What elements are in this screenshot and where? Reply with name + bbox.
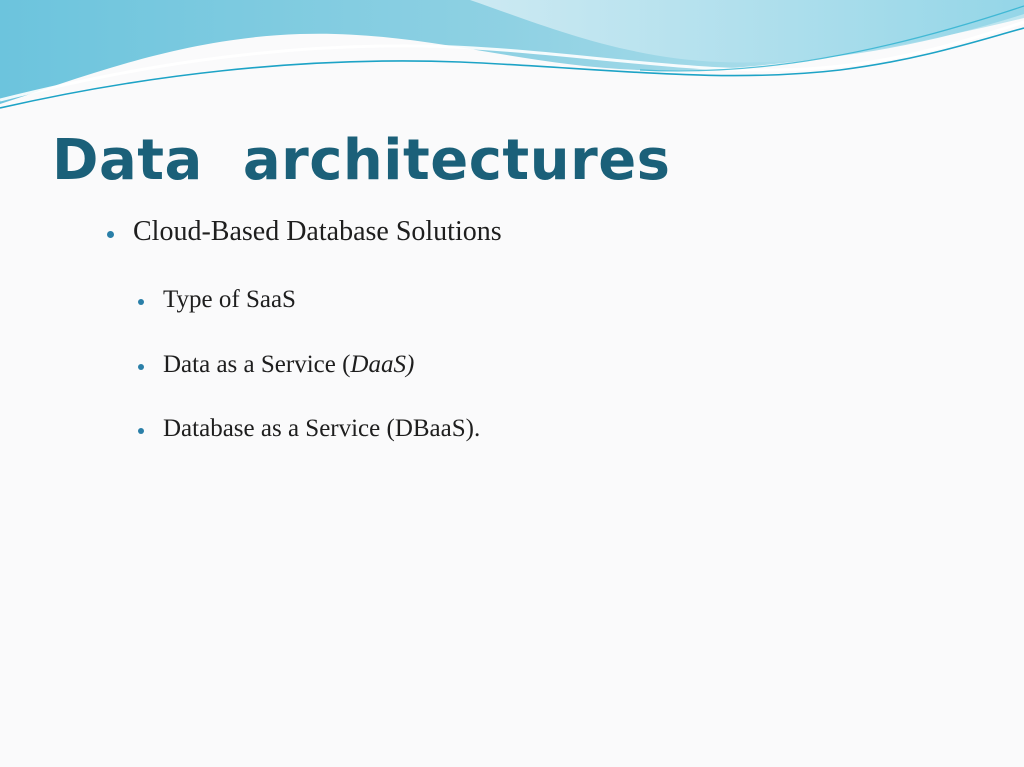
bullet-item-type-of-saas: Type of SaaS <box>138 286 296 314</box>
bullet-item-data-as-a-service: Data as a Service (DaaS) <box>138 351 415 379</box>
bullet-text-italic: DaaS) <box>350 351 415 378</box>
bullet-text: Data as a Service ( <box>163 351 351 378</box>
bullet-text: Database as a Service (DBaaS). <box>163 415 481 442</box>
bullet-item-cloud-based-database-solutions: Cloud-Based Database Solutions <box>107 216 502 248</box>
bullet-dot-icon <box>107 231 114 238</box>
slide-title: Data architectures <box>52 128 671 193</box>
bullet-dot-icon <box>138 428 144 434</box>
bullet-text: Type of SaaS <box>163 286 296 313</box>
bullet-dot-icon <box>138 364 144 370</box>
bullet-dot-icon <box>138 299 144 305</box>
bullet-item-database-as-a-service: Database as a Service (DBaaS). <box>138 415 481 443</box>
bullet-text: Cloud-Based Database Solutions <box>133 216 502 247</box>
header-wave-decoration <box>0 0 1024 109</box>
